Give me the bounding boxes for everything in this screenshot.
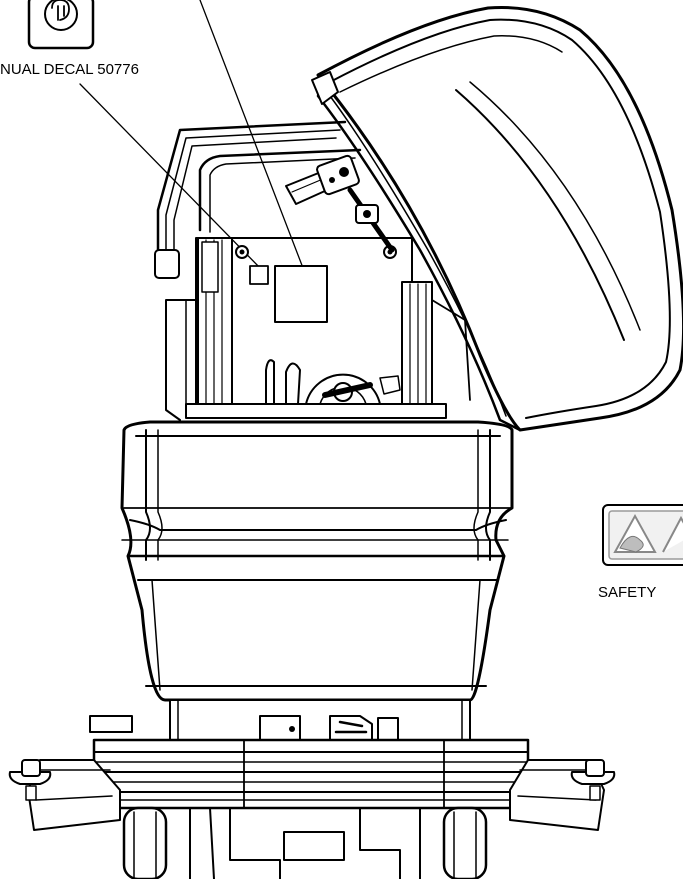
wheel-left xyxy=(122,806,168,879)
manual-decal-leader-line xyxy=(79,83,263,271)
squeegee-arm-left xyxy=(8,759,121,831)
main-body xyxy=(120,420,514,702)
pulley-wheel xyxy=(305,373,401,405)
safety-decal-callout: SAFETY xyxy=(598,504,683,601)
safety-label: SAFETY xyxy=(598,584,656,601)
lower-chassis xyxy=(89,699,471,741)
rear-frame xyxy=(154,120,413,421)
frame-rail-right xyxy=(401,281,471,407)
raised-hood xyxy=(311,6,683,432)
center-drive xyxy=(189,807,421,879)
hinge-assembly xyxy=(285,154,395,253)
frame-rail-left xyxy=(197,237,233,407)
manual-decal-callout: NUAL DECAL 50776 xyxy=(0,0,139,78)
squeegee-assembly xyxy=(92,738,530,810)
manual-decal-plate xyxy=(249,265,269,285)
manual-decal-label: NUAL DECAL 50776 xyxy=(0,61,139,78)
squeegee-arm-right xyxy=(509,759,616,831)
hoses xyxy=(265,359,301,405)
decal-plate xyxy=(274,265,328,323)
base-plate xyxy=(185,403,447,419)
mount-bolts xyxy=(235,245,397,259)
wheel-right xyxy=(442,806,488,879)
